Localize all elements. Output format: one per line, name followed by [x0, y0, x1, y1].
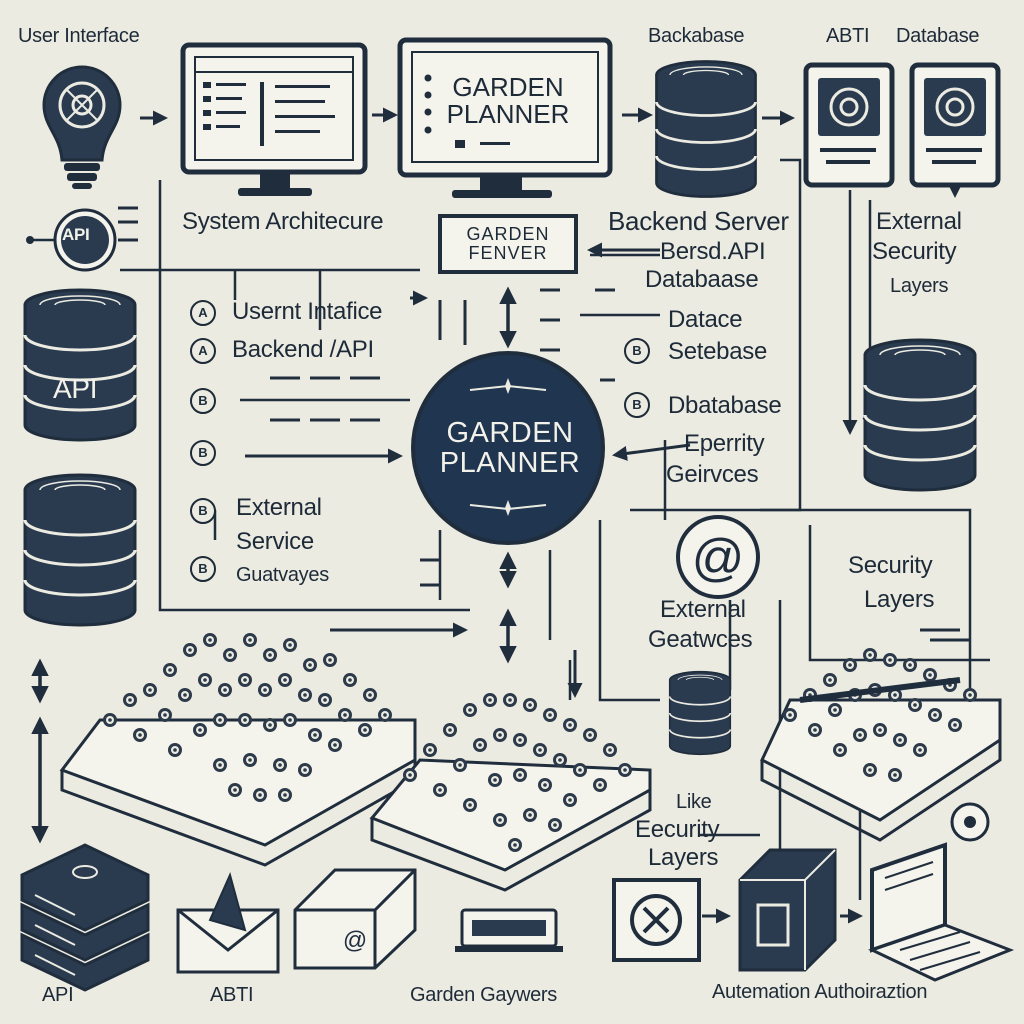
label-external-sec-2: Security [872, 238, 957, 265]
flower-bed-icon-middle [369, 693, 652, 892]
arrows [140, 107, 963, 924]
label-bersd-api: Bersd.API [660, 238, 766, 265]
monitor-screen-line2: PLANNER [446, 99, 570, 130]
monitor-icon-planner [397, 37, 613, 198]
at-sign-icon: @ [676, 515, 760, 599]
label-external-sec-1: External [876, 208, 962, 235]
monitor-icon-ui [180, 42, 368, 196]
label-external-geatwces-2: Geatwces [648, 626, 753, 653]
lock-box-icon [612, 878, 701, 962]
label-automation: Autemation Authoiraztion [712, 981, 928, 1003]
garden-server-box [438, 214, 578, 274]
hub-line2: PLANNER [439, 447, 581, 480]
flower-bed-icon-left [59, 633, 417, 867]
decorative-dashes [118, 206, 970, 642]
hub-title: GARDEN PLANNER [415, 418, 605, 479]
label-eperrity-1: Eperrity [684, 430, 765, 457]
label-like-3: Layers [648, 844, 719, 871]
list-bullet-2: A [190, 338, 216, 364]
double-arrows [31, 286, 517, 844]
list-bullet-r1: B [624, 338, 650, 364]
envelope-icon [176, 872, 280, 974]
box-icon: @ [293, 868, 417, 970]
label-database-mid: Databaase [645, 266, 759, 293]
monitor-screen-title: GARDEN PLANNER [408, 72, 608, 130]
list-bullet-r2: B [624, 392, 650, 418]
db-left-api-text: API [53, 373, 98, 404]
label-abti: ABTI [826, 25, 870, 47]
server-box-line2: FENVER [468, 242, 548, 263]
label-external-sec-3: Layers [890, 275, 949, 297]
list-bullet-1: A [190, 300, 216, 326]
database-icon-top [655, 60, 757, 198]
label-bottom-abti: ABTI [210, 984, 254, 1006]
server-stack-icon [20, 843, 150, 992]
server-box-line1: GARDEN [466, 224, 550, 244]
label-external-service-3: Guatvayes [236, 564, 329, 586]
laptop-icon [868, 842, 1015, 982]
label-database-list: Dbatabase [668, 392, 782, 419]
label-garden-gaywers: Garden Gaywers [410, 984, 557, 1006]
shield-badge-icon [950, 802, 990, 842]
label-security-layers-1: Security [848, 552, 933, 579]
label-external-service-2: Service [236, 528, 314, 555]
database-icon-left-api [23, 288, 137, 442]
list-bullet-3: B [190, 388, 216, 414]
label-like-2: Eecurity [635, 816, 720, 843]
label-setebase: Setebase [668, 338, 768, 365]
label-bottom-api: API [42, 984, 74, 1006]
label-usernt-interface: Usernt Intafice [232, 298, 383, 325]
laptop-icon-small [455, 908, 563, 952]
database-icon-right [863, 338, 977, 492]
hub-line1: GARDEN [446, 417, 574, 449]
list-bullet-6: B [190, 556, 216, 582]
label-database-top: Database [896, 25, 980, 47]
list-bullet-4: B [190, 440, 216, 466]
server-box-title: GARDEN FENVER [442, 225, 574, 263]
label-user-interface: User Interface [18, 25, 140, 47]
id-card-icon-1 [803, 62, 895, 188]
label-external-geatwces-1: External [660, 596, 746, 623]
svg-text:@: @ [343, 927, 367, 954]
api-badge-text: API [62, 225, 90, 244]
flower-bed-icon-right [760, 648, 1002, 842]
label-external-service-1: External [236, 494, 322, 521]
label-backend-server: Backend Server [608, 206, 789, 236]
svg-text:@: @ [692, 529, 745, 587]
label-backabase: Backabase [648, 25, 745, 47]
arrow-services-to-hub [612, 443, 691, 461]
label-security-layers-2: Layers [864, 586, 935, 613]
list-bullet-5: B [190, 498, 216, 524]
api-badge-icon [26, 208, 117, 272]
id-card-icon-2 [909, 62, 1001, 188]
lightbulb-icon [42, 65, 122, 189]
label-eperrity-2: Geirvces [666, 461, 759, 488]
database-icon-left [23, 473, 137, 627]
label-datace: Datace [668, 306, 743, 333]
cube-icon [738, 848, 837, 972]
monitor-screen-line1: GARDEN [452, 72, 564, 102]
garden-planner-hub [411, 351, 605, 545]
label-system-architecture: System Architecure [182, 208, 384, 235]
label-like-1: Like [676, 791, 712, 813]
database-icon-small [668, 670, 732, 756]
label-backend-api: Backend /API [232, 336, 374, 363]
